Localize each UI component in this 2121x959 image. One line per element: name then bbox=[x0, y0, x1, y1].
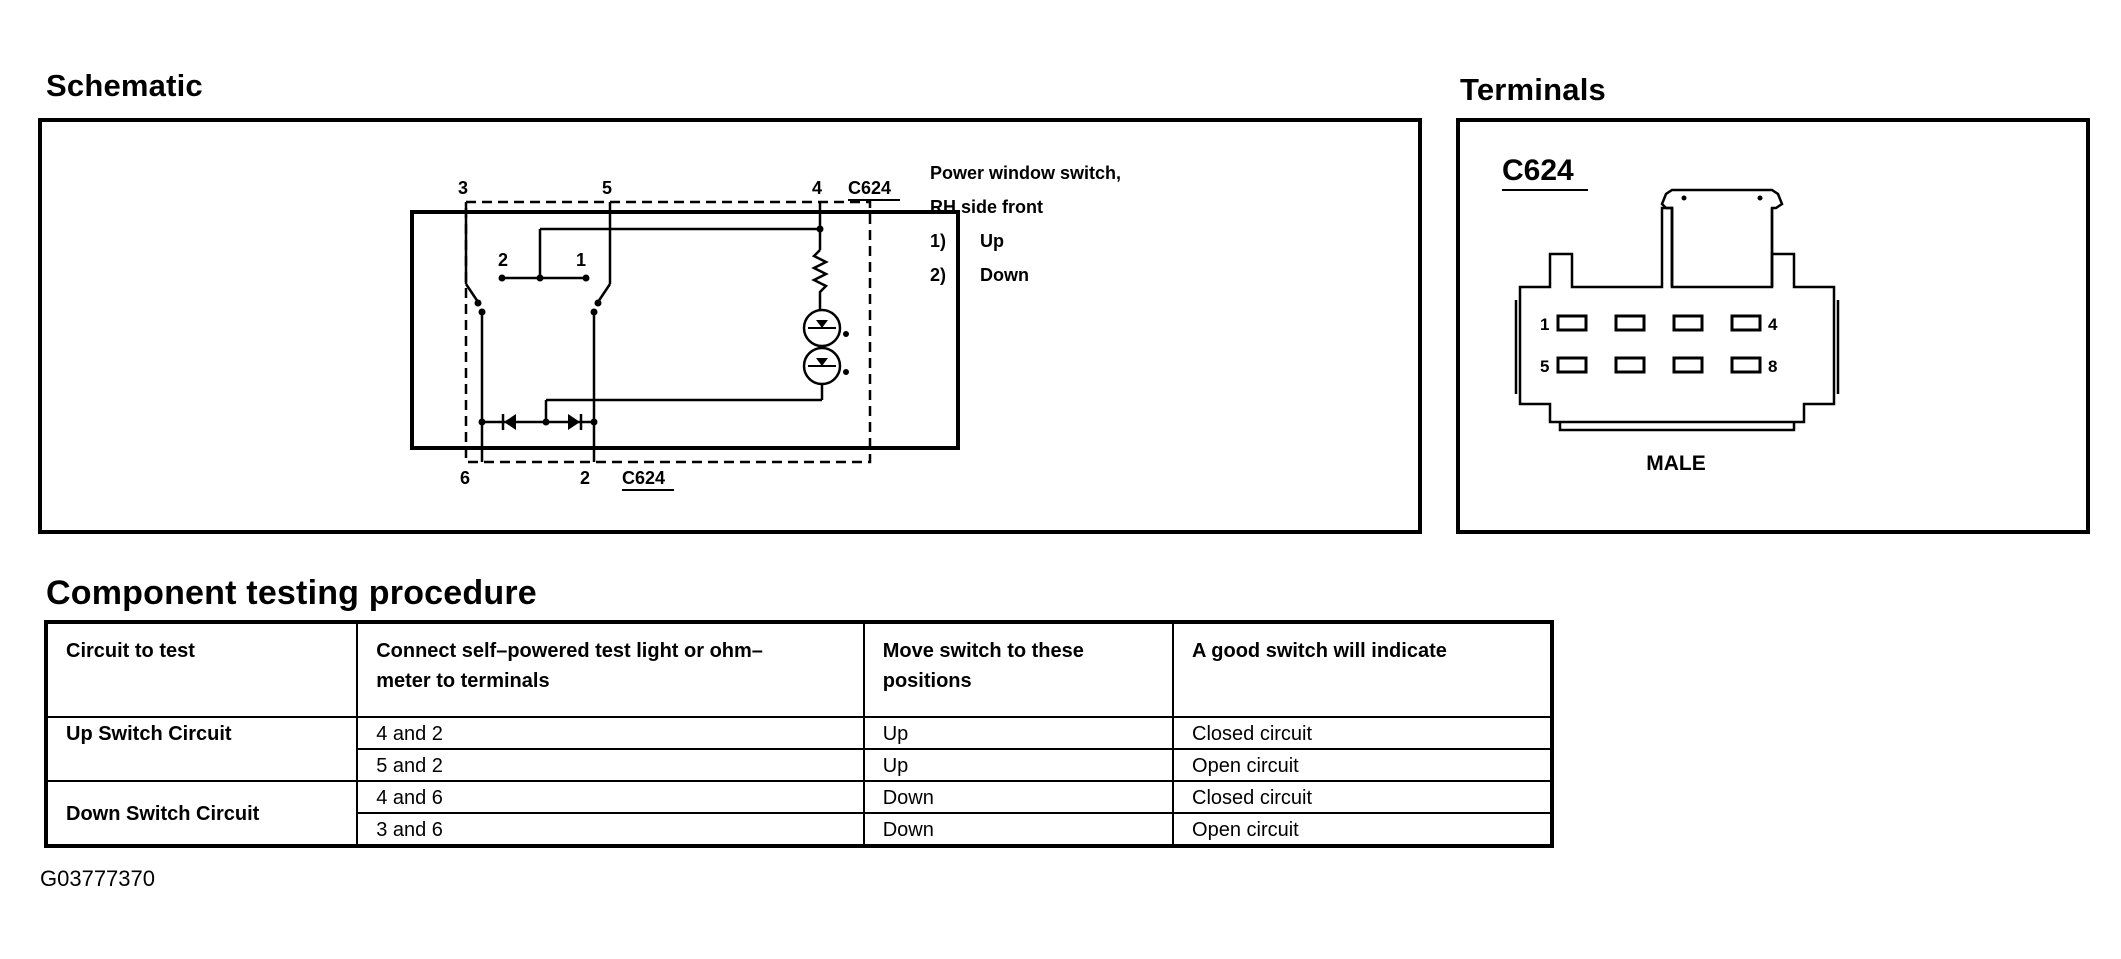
pin-row-bottom bbox=[1556, 356, 1762, 374]
switch-position: Down bbox=[862, 812, 1175, 847]
legend-item-label: Down bbox=[980, 265, 1029, 285]
procedure-title: Component testing procedure bbox=[46, 574, 537, 612]
terminal-label-5: 5 bbox=[602, 178, 612, 198]
procedure-table: Circuit to test Connect self–powered tes… bbox=[44, 620, 1554, 848]
pin-label-5: 5 bbox=[1540, 357, 1549, 376]
pin-row-top bbox=[1556, 314, 1762, 332]
expected-result: Open circuit bbox=[1172, 812, 1553, 847]
switch-contact-label-2: 2 bbox=[498, 250, 508, 270]
test-terminals: 3 and 6 bbox=[356, 812, 865, 847]
table-row: 5 and 2 Up Open circuit bbox=[46, 748, 1553, 782]
test-terminals: 4 and 6 bbox=[356, 780, 865, 814]
legend-item-label: Up bbox=[980, 231, 1004, 251]
figure-id: G03777370 bbox=[40, 866, 155, 891]
diode-right bbox=[568, 414, 580, 430]
pin-label-1: 1 bbox=[1540, 315, 1549, 334]
connector-id: C624 bbox=[1502, 154, 1574, 187]
switch-position: Up bbox=[862, 748, 1175, 782]
table-header-row: Circuit to test Connect self–powered tes… bbox=[44, 621, 1553, 718]
legend-item: 1) Up bbox=[930, 224, 1121, 258]
connector-body bbox=[1518, 206, 1836, 424]
terminal-label-6: 6 bbox=[460, 468, 470, 488]
test-terminals: 4 and 2 bbox=[356, 716, 865, 750]
connector-gender: MALE bbox=[1646, 452, 1706, 475]
legend-title-line-1: Power window switch, bbox=[930, 163, 1122, 183]
legend-item: 2) Down bbox=[930, 258, 1121, 292]
illumination-lamp-1 bbox=[802, 308, 842, 348]
circuit-name: Down Switch Circuit bbox=[44, 780, 359, 847]
resistor bbox=[811, 249, 829, 310]
diode-left bbox=[504, 414, 516, 430]
switch-housing bbox=[410, 210, 960, 450]
schematic-diagram: 3 5 4 C624 2 1 6 2 C624 bbox=[410, 178, 960, 491]
table-row: Down Switch Circuit 4 and 6 Down Closed … bbox=[44, 780, 1553, 847]
col-header-result: A good switch will indicate bbox=[1172, 621, 1553, 718]
terminal-label-2: 2 bbox=[580, 468, 590, 488]
test-terminals: 5 and 2 bbox=[356, 748, 865, 782]
schematic-panel: 3 5 4 C624 2 1 6 2 C624 Power window swi… bbox=[38, 118, 1422, 534]
schematic-legend: Power window switch, RH side front 1)Up … bbox=[930, 156, 1121, 292]
legend-item-number: 1) bbox=[930, 231, 947, 251]
pin-label-8: 8 bbox=[1768, 357, 1777, 376]
connector-face-diagram: C624 1 4 5 8 MALE bbox=[1502, 154, 1840, 475]
col-header-circuit: Circuit to test bbox=[44, 621, 359, 718]
terminals-title: Terminals bbox=[1460, 72, 1606, 107]
table-row: Up Switch Circuit 4 and 2 Up Closed circ… bbox=[44, 716, 1553, 782]
col-header-terminals: Connect self–powered test light or ohm–m… bbox=[356, 621, 865, 718]
legend-item-number: 2) bbox=[930, 265, 947, 285]
terminal-label-3: 3 bbox=[458, 178, 468, 198]
legend-title-line-2: RH side front bbox=[930, 197, 1044, 217]
switch-contact-label-1: 1 bbox=[576, 250, 586, 270]
connector-label-top: C624 bbox=[848, 178, 891, 198]
terminal-label-4: 4 bbox=[812, 178, 822, 198]
connector-outline bbox=[1660, 188, 1784, 289]
expected-result: Closed circuit bbox=[1172, 780, 1553, 814]
switch-position: Down bbox=[862, 780, 1175, 814]
circuit-name: Up Switch Circuit bbox=[44, 716, 359, 782]
switch-position: Up bbox=[862, 716, 1175, 750]
pin-label-4: 4 bbox=[1768, 315, 1778, 334]
expected-result: Closed circuit bbox=[1172, 716, 1553, 750]
dashed-boundary bbox=[464, 200, 872, 464]
terminals-panel: C624 1 4 5 8 MALE bbox=[1456, 118, 2090, 534]
expected-result: Open circuit bbox=[1172, 748, 1553, 782]
connector-label-bottom: C624 bbox=[622, 468, 665, 488]
table-row: 3 and 6 Down Open circuit bbox=[46, 812, 1553, 847]
schematic-title: Schematic bbox=[46, 68, 203, 103]
